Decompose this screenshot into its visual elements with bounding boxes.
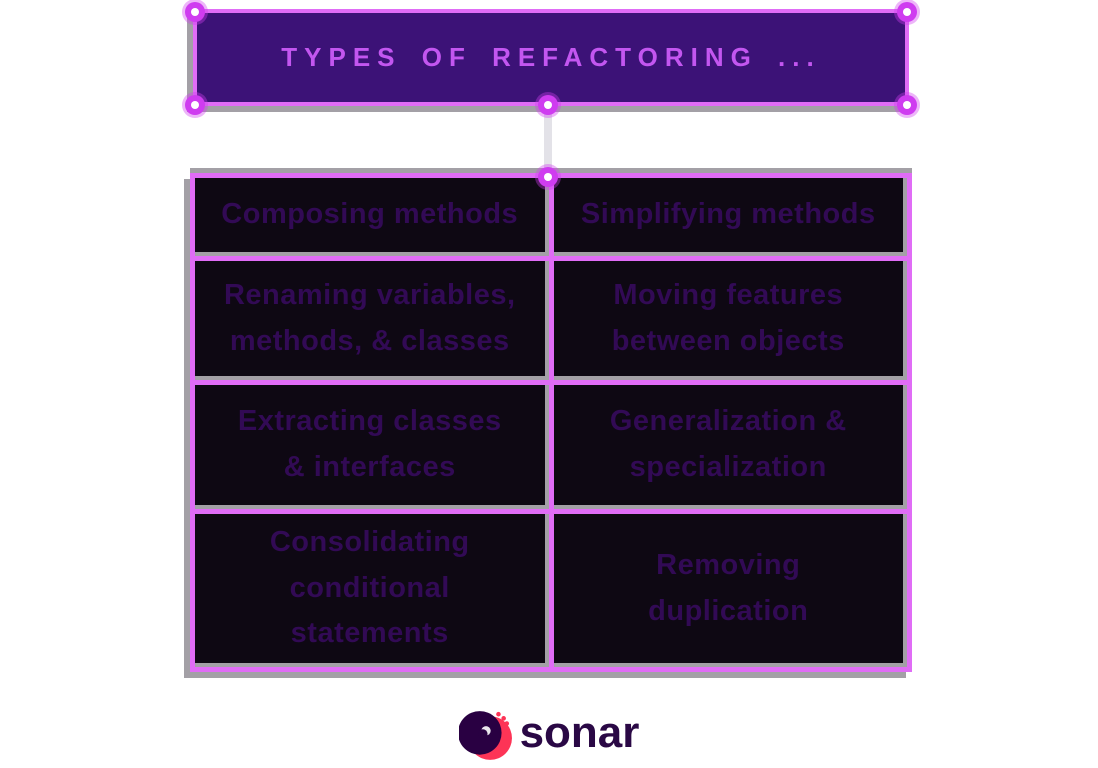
cell-label: Renaming variables, methods, & classes <box>223 278 516 357</box>
selection-handle-table-top[interactable] <box>538 167 558 187</box>
cell-label: Extracting classes & interfaces <box>237 405 502 483</box>
cell-label: Simplifying methods <box>580 198 876 231</box>
cell-label: Composing methods <box>221 198 519 231</box>
selection-handle-bottom-right[interactable] <box>897 95 917 115</box>
sonar-wordmark: sonar <box>519 708 640 757</box>
sonar-logo: sonar <box>0 709 1098 763</box>
sonar-logo-icon <box>458 711 512 760</box>
cell-label: Generalization & specialization <box>609 405 847 483</box>
table-cell-renaming-variables[interactable]: Renaming variables, methods, & classes <box>195 261 549 380</box>
table-cell-simplifying-methods[interactable]: Simplifying methods <box>553 178 907 256</box>
title-box[interactable]: TYPES OF REFACTORING ... <box>193 9 909 106</box>
cell-label: Consolidating conditional statements <box>269 525 470 650</box>
selection-handle-bottom-center[interactable] <box>538 95 558 115</box>
selection-handle-bottom-left[interactable] <box>185 95 205 115</box>
selection-handle-top-left[interactable] <box>185 2 205 22</box>
table-cell-removing-duplication[interactable]: Removing duplication <box>553 514 907 667</box>
table-cell-composing-methods[interactable]: Composing methods <box>195 178 549 256</box>
table-cell-generalization[interactable]: Generalization & specialization <box>553 385 907 509</box>
refactoring-table[interactable]: Composing methods Simplifying methods Re… <box>190 173 912 672</box>
connector-line[interactable] <box>544 106 552 178</box>
cell-label: Removing duplication <box>648 548 809 627</box>
table-cell-consolidating-conditionals[interactable]: Consolidating conditional statements <box>195 514 549 667</box>
cell-label: Moving features between objects <box>611 278 845 357</box>
title-label: TYPES OF REFACTORING ... <box>281 42 821 72</box>
table-cell-moving-features[interactable]: Moving features between objects <box>553 261 907 380</box>
table-cell-extracting-classes[interactable]: Extracting classes & interfaces <box>195 385 549 509</box>
selection-handle-top-right[interactable] <box>897 2 917 22</box>
